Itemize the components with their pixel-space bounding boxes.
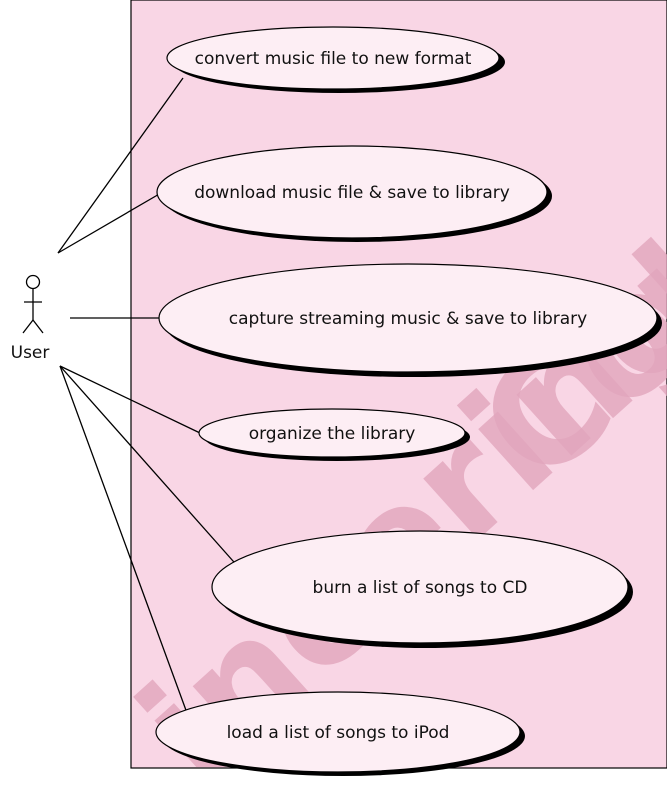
- assoc-burn: [59, 365, 242, 571]
- use-case-label: capture streaming music & save to librar…: [229, 309, 587, 329]
- actor-user: [22, 274, 44, 334]
- association-lines: [57, 77, 242, 714]
- use-case-label: burn a list of songs to CD: [313, 578, 528, 598]
- use-case-ellipse: [158, 263, 658, 373]
- assoc-load: [59, 365, 188, 714]
- use-case-burn: burn a list of songs to CD: [211, 530, 633, 648]
- use-case-ellipse: [166, 26, 500, 90]
- use-case-label: load a list of songs to iPod: [227, 723, 450, 743]
- actor-leg-left: [22, 319, 34, 334]
- actor-label: User: [11, 343, 50, 363]
- use-case-label: convert music file to new format: [195, 49, 472, 69]
- assoc-organize: [59, 365, 201, 434]
- actor-head: [25, 274, 41, 290]
- use-case-capture: capture streaming music & save to librar…: [158, 263, 662, 377]
- actor-leg-right: [32, 319, 44, 334]
- use-case-ellipse: [155, 691, 521, 773]
- use-case-label: organize the library: [249, 424, 416, 444]
- use-case-download: download music file & save to library: [156, 145, 552, 242]
- use-case-label: download music file & save to library: [194, 183, 510, 203]
- use-case-ellipse: [211, 530, 629, 644]
- use-case-convert: convert music file to new format: [166, 26, 505, 93]
- assoc-convert: [57, 77, 184, 254]
- use-case-organize: organize the library: [198, 408, 470, 461]
- assoc-download: [57, 192, 162, 254]
- use-case-ellipse: [198, 408, 466, 458]
- use-case-ellipse: [156, 145, 548, 239]
- use-case-load: load a list of songs to iPod: [155, 691, 525, 776]
